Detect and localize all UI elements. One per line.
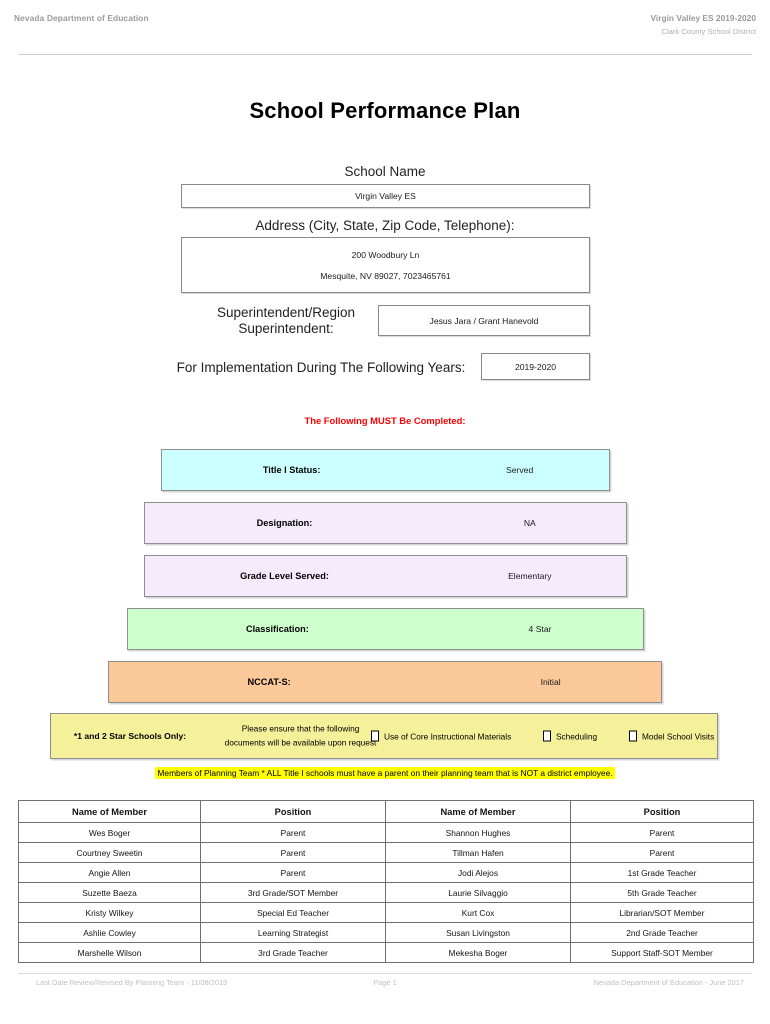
status-bar-grade-level[interactable]: Grade Level Served: Elementary (144, 555, 627, 597)
table-cell: Parent (570, 822, 754, 843)
status-bar-title-i-value: Served (506, 465, 534, 475)
running-header-agency: Nevada Department of Education (14, 13, 149, 23)
status-bar-nccat-s-label: NCCAT-S: (247, 677, 291, 687)
running-footer-page: Page 1 (373, 978, 397, 987)
table-cell: Ashlie Cowley (18, 922, 201, 943)
table-cell: Kurt Cox (385, 902, 571, 923)
planning-team-notice-text: Members of Planning Team * ALL Title I s… (155, 767, 615, 779)
running-footer-source: Nevada Department of Education - June 20… (593, 978, 744, 987)
address-field[interactable]: 200 Woodbury Ln Mesquite, NV 89027, 7023… (181, 237, 590, 293)
checkbox-model-school-visits[interactable]: Model School Visits (629, 730, 715, 742)
status-bar-designation-label: Designation: (256, 518, 313, 528)
star-schools-banner: *1 and 2 Star Schools Only: Please ensur… (50, 713, 718, 759)
superintendent-label-line2: Superintendent: (238, 321, 334, 336)
star-schools-note: Please ensure that the following documen… (203, 722, 398, 749)
status-bar-title-i-label: Title I Status: (262, 465, 321, 475)
table-cell: Special Ed Teacher (200, 902, 386, 923)
status-bar-designation-value: NA (523, 518, 536, 528)
checkbox-core-instructional-materials[interactable]: Use of Core Instructional Materials (371, 730, 512, 742)
running-header-divider (18, 54, 752, 55)
table-cell: 5th Grade Teacher (570, 882, 754, 903)
table-cell: Kristy Wilkey (18, 902, 201, 923)
column-header-position-1: Position (200, 800, 386, 823)
superintendent-field[interactable]: Jesus Jara / Grant Hanevold (378, 305, 590, 336)
table-header-row: Name of Member Position Name of Member P… (18, 800, 754, 823)
status-bar-classification-label: Classification: (245, 624, 309, 634)
table-cell: 1st Grade Teacher (570, 862, 754, 883)
status-bar-grade-level-label: Grade Level Served: (240, 571, 329, 581)
school-name-field[interactable]: Virgin Valley ES (181, 184, 590, 208)
status-bar-classification[interactable]: Classification: 4 Star (127, 608, 644, 650)
table-cell: Parent (200, 842, 386, 863)
table-cell: Wes Boger (18, 822, 201, 843)
table-cell: Marshelle Wilson (18, 942, 201, 963)
checkbox-icon[interactable] (543, 730, 551, 742)
table-cell: Support Staff-SOT Member (570, 942, 754, 963)
table-cell: Shannon Hughes (385, 822, 571, 843)
column-header-name-2: Name of Member (385, 800, 571, 823)
table-cell: Parent (570, 842, 754, 863)
status-bar-nccat-s-value: Initial (540, 677, 561, 687)
table-cell: Tillman Hafen (385, 842, 571, 863)
table-cell: 3rd Grade/SOT Member (200, 882, 386, 903)
checkbox-scheduling-label: Scheduling (556, 731, 598, 741)
table-cell: Courtney Sweetin (18, 842, 201, 863)
star-schools-heading: *1 and 2 Star Schools Only: (73, 731, 187, 741)
checkbox-model-school-visits-label: Model School Visits (642, 731, 715, 741)
table-cell: Suzette Baeza (18, 882, 201, 903)
address-label: Address (City, State, Zip Code, Telephon… (255, 218, 515, 233)
page-title: School Performance Plan (249, 98, 521, 123)
status-bar-designation[interactable]: Designation: NA (144, 502, 627, 544)
checkbox-icon[interactable] (371, 730, 379, 742)
table-cell: 3rd Grade Teacher (200, 942, 386, 963)
column-header-name-1: Name of Member (18, 800, 201, 823)
planning-team-notice: Members of Planning Team * ALL Title I s… (0, 767, 770, 779)
running-footer-revised: Last Date Review/Revised By Planning Tea… (36, 978, 228, 987)
running-header-district: Clark County School District (661, 27, 756, 36)
table-cell: Learning Strategist (200, 922, 386, 943)
superintendent-label-line1: Superintendent/Region (216, 305, 356, 320)
school-name-label: School Name (344, 164, 426, 179)
table-cell: Susan Livingston (385, 922, 571, 943)
checkbox-scheduling[interactable]: Scheduling (543, 730, 598, 742)
status-bar-classification-value: 4 Star (528, 624, 552, 634)
address-line-2: Mesquite, NV 89027, 7023465761 (320, 270, 451, 281)
table-cell: 2nd Grade Teacher (570, 922, 754, 943)
status-bar-grade-level-value: Elementary (508, 571, 552, 581)
star-schools-note-line-2: documents will be available upon request (224, 737, 377, 747)
table-cell: Angie Allen (18, 862, 201, 883)
star-schools-note-line-1: Please ensure that the following (241, 723, 360, 734)
must-be-completed-notice: The Following MUST Be Completed: (304, 415, 466, 426)
table-cell: Laurie Silvaggio (385, 882, 571, 903)
status-bar-nccat-s[interactable]: NCCAT-S: Initial (108, 661, 662, 703)
implementation-years-label: For Implementation During The Following … (176, 360, 466, 375)
running-footer-divider (18, 973, 752, 974)
table-cell: Jodi Alejos (385, 862, 571, 883)
running-footer: Last Date Review/Revised By Planning Tea… (0, 978, 770, 992)
address-line-1: 200 Woodbury Ln (351, 249, 420, 260)
running-header: Nevada Department of Education Virgin Va… (0, 10, 770, 58)
checkbox-icon[interactable] (629, 730, 637, 742)
planning-team-table: Name of Member Position Name of Member P… (18, 800, 754, 963)
table-cell: Parent (200, 862, 386, 883)
implementation-years-field[interactable]: 2019-2020 (481, 353, 590, 380)
table-cell: Librarian/SOT Member (570, 902, 754, 923)
running-header-school: Virgin Valley ES 2019-2020 (650, 13, 756, 23)
checkbox-core-instructional-materials-label: Use of Core Instructional Materials (384, 731, 512, 741)
table-cell: Mekesha Boger (385, 942, 571, 963)
column-header-position-2: Position (570, 800, 754, 823)
table-cell: Parent (200, 822, 386, 843)
status-bar-title-i[interactable]: Title I Status: Served (161, 449, 610, 491)
